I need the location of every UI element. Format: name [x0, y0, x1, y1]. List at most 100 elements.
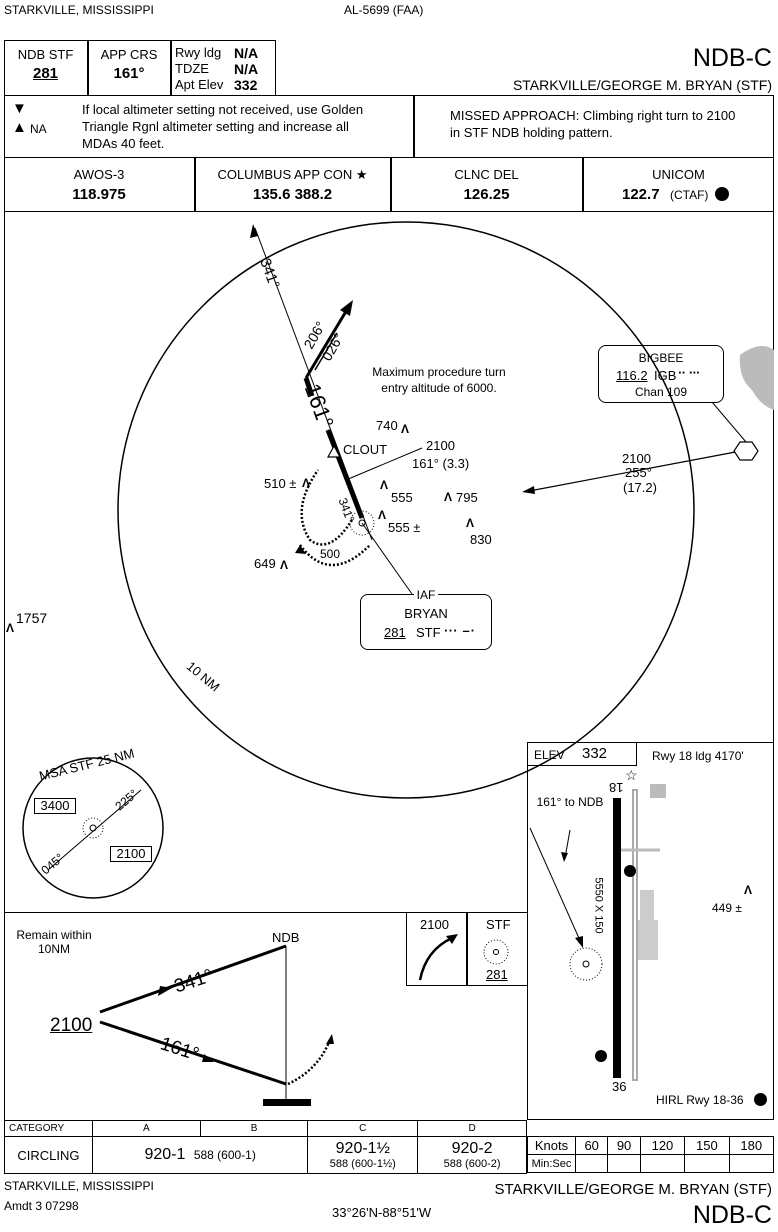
missed-climb-head: [446, 934, 458, 944]
elev-box: [527, 742, 637, 766]
minsec-60: [574, 1154, 609, 1173]
elev-label: ELEV: [534, 748, 565, 762]
min-header-c: C: [307, 1120, 419, 1137]
comm-label-awos: AWOS-3: [73, 167, 125, 182]
comm-freq-app: 135.6 388.2: [252, 186, 333, 203]
msa-divider: [47, 789, 142, 871]
bigbee-id: IGB: [654, 368, 677, 383]
footer-procedure: NDB-C: [692, 1201, 772, 1229]
airport-ndb: [569, 947, 603, 981]
missed-alt: 2100: [420, 917, 449, 932]
bigbee-morse: ∙∙ ∙∙∙: [678, 365, 700, 380]
crs-arrow-line: [529, 827, 583, 946]
tdze: N/A: [234, 61, 259, 77]
bigbee-alt: 2100: [622, 451, 651, 466]
obst-555b: 555 ±: [388, 520, 421, 535]
minsec-150: [684, 1154, 730, 1173]
terrain-gray: [739, 346, 774, 410]
chart-id: AL-5699 (FAA): [344, 3, 424, 17]
bigbee-chan: Chan 109: [634, 385, 688, 399]
briefing-strip: [4, 40, 774, 96]
minsec-label: Min:Sec: [527, 1154, 576, 1173]
footer-location: STARKVILLE, MISSISSIPPI: [4, 1179, 154, 1193]
outbound-leg: [99, 944, 287, 1014]
tdze-label: TDZE: [175, 61, 209, 76]
app-crs-label: APP CRS: [100, 47, 158, 62]
comm-label-clnc: CLNC DEL: [454, 167, 519, 182]
ndb-symbol: [349, 510, 375, 536]
pt-arrow-head: [340, 300, 353, 316]
apron-3: [638, 920, 658, 960]
clout-fix: [326, 444, 342, 458]
profile-missed-head: [326, 1034, 334, 1044]
bigbee-arrow: [522, 486, 535, 494]
minsec-180: [728, 1154, 775, 1173]
comm-label-unicom: UNICOM: [652, 167, 705, 182]
msa-ndb-center: [89, 824, 97, 832]
bigbee-freq: 116.2: [616, 368, 648, 383]
min-ab-sub: 588 (600-1): [193, 1148, 256, 1162]
comm-ctaf: (CTAF): [670, 188, 709, 202]
na-text: NA: [30, 122, 47, 136]
airport-obst-icon: Λ: [744, 883, 753, 897]
hold-arrow: [295, 545, 306, 554]
crs-note: 161° to NDB: [536, 795, 604, 809]
iaf-pointer: [361, 522, 413, 595]
profile-alt: 2100: [50, 1015, 93, 1036]
footer-amdt: Amdt 3 07298: [4, 1199, 79, 1213]
clout-label: CLOUT: [343, 442, 388, 457]
airport-diagram: [527, 742, 774, 1120]
rwy-ldg-label: Rwy ldg: [175, 45, 222, 60]
beacon-star-icon: ☆: [625, 767, 638, 783]
beacon-icon: [624, 865, 636, 877]
missed-approach: MISSED APPROACH: Climbing right turn to …: [450, 108, 736, 140]
briefing-divider-2: [170, 40, 172, 96]
min-d-sub: 588 (600-2): [443, 1158, 501, 1170]
comms-divider-1: [194, 158, 196, 212]
rwy-36-label: 36: [612, 1079, 627, 1094]
seg-leader: [345, 447, 423, 481]
missed-climb-arrow: [418, 936, 453, 981]
msa-circle: [22, 757, 164, 899]
comm-freq-unicom: 122.7: [622, 186, 660, 203]
final-course-2: [303, 377, 315, 397]
iaf-freq: 281: [384, 625, 406, 640]
obst-795-icon: Λ: [444, 490, 453, 504]
lighting-icon: [715, 187, 729, 201]
bigbee-dist: (17.2): [623, 480, 657, 495]
obst-510-icon: Λ: [302, 476, 311, 490]
parking-icon: [595, 1050, 607, 1062]
airport-ndb-center: [582, 960, 590, 968]
minimums-table: CATEGORY A B C D CIRCLING 920-1 588 (600…: [4, 1120, 527, 1174]
bigbee-crs: 255°: [625, 465, 652, 480]
final-course: [325, 429, 365, 519]
hold-500: 500: [320, 547, 341, 561]
obst-740-icon: Λ: [401, 422, 410, 436]
hirl-note: HIRL Rwy 18-36: [656, 1093, 744, 1107]
crs-arrow-head-2: [561, 852, 568, 862]
footer-coords: 33°26'N-88°51'W: [332, 1205, 432, 1220]
iaf-label: IAF: [360, 588, 492, 602]
iaf-name: BRYAN: [404, 606, 448, 621]
obst-555a: 555: [391, 490, 413, 505]
min-c-sub: 588 (600-1½): [329, 1158, 396, 1170]
obst-740: 740: [376, 418, 398, 433]
missed-fix: STF: [486, 917, 511, 932]
obst-510: 510 ±: [264, 476, 297, 491]
missed-icon-divider: [466, 912, 468, 986]
obst-555b-icon: Λ: [378, 508, 387, 522]
speed-table: Knots 60 90 120 150 180 Min:Sec: [527, 1136, 775, 1173]
ground-bar: [263, 1099, 311, 1106]
footer-airport: STARKVILLE/GEORGE M. BRYAN (STF): [494, 1181, 772, 1198]
na-triangle-icon: ▲: [12, 119, 27, 136]
inbound-leg: [99, 1020, 287, 1086]
min-ab: 920-1 588 (600-1): [91, 1136, 309, 1174]
apron-1: [650, 784, 666, 798]
bigbee-box: [598, 345, 724, 403]
airport-title: STARKVILLE/GEORGE M. BRYAN (STF): [512, 77, 772, 93]
max-pt-note: Maximum procedure turn entry altitude of…: [372, 365, 506, 395]
obst-649-icon: Λ: [280, 558, 289, 572]
comms-divider-3: [582, 158, 584, 212]
knots-180: 180: [728, 1136, 775, 1155]
